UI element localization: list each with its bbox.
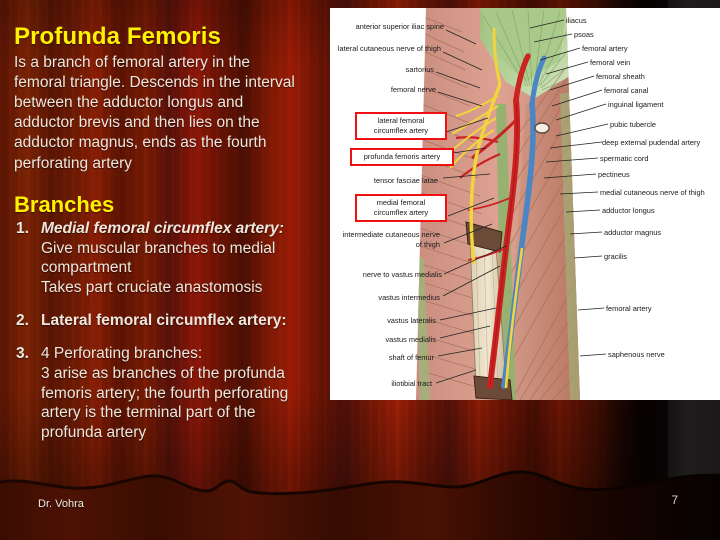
intro-paragraph: Is a branch of femoral artery in the fem… [14, 53, 344, 174]
list-item-detail: Give muscular branches to medial [41, 239, 276, 257]
figure-highlight-line2: circumflex artery [373, 208, 429, 217]
figure-label-femoral-nerve: femoral nerve [390, 85, 436, 94]
footer-author: Dr. Vohra [38, 498, 84, 510]
intro-line: between the adductor longus and [14, 94, 244, 112]
intro-line: adductor magnus, ends as the fourth [14, 134, 267, 152]
list-item-detail: femoris artery; the fourth perforating [41, 384, 289, 402]
figure-highlight-profunda-femoris-artery: profunda femoris artery [350, 148, 454, 166]
slide-text-column: Profunda Femoris Is a branch of femoral … [14, 23, 344, 456]
figure-highlight-line1: lateral femoral [377, 116, 425, 126]
figure-label-anterior-superior-iliac-spine: anterior superior iliac spine [355, 22, 444, 31]
figure-label-deep-external-pudendal-artery: deep external pudendal artery [602, 138, 701, 147]
list-item-detail: compartment [41, 259, 132, 277]
figure-label-femoral-vein: femoral vein [590, 58, 631, 67]
intro-line: adductor brevis and then lies on the [14, 114, 260, 132]
figure-label-femoral-canal: femoral canal [604, 86, 649, 95]
list-item-heading: 4 Perforating branches: [41, 344, 203, 362]
figure-highlight-lateral-femoral-circumflex-artery: lateral femoral circumflex artery [355, 112, 447, 140]
list-item: 3. 4 Perforating branches: 3 arise as br… [14, 344, 344, 443]
list-item-number: 2. [16, 312, 29, 330]
figure-highlight-line2: circumflex artery [373, 126, 429, 135]
figure-highlight-line1: medial femoral [376, 198, 426, 208]
figure-label-shaft-of-femur: shaft of femur [388, 353, 434, 362]
figure-label-sartorius: sartorius [405, 65, 434, 74]
figure-label-nerve-to-vastus-medialis: nerve to vastus medialis [362, 270, 442, 279]
figure-label-intermediate-cutaneous-nerve-line2: of thigh [415, 240, 440, 249]
anatomy-figure-panel: anterior superior iliac spine lateral cu… [330, 8, 720, 400]
page-title: Profunda Femoris [14, 23, 221, 50]
figure-label-medial-cutaneous-nerve-of-thigh: medial cutaneous nerve of thigh [600, 188, 705, 197]
list-item: 2. Lateral femoral circumflex artery: [14, 311, 344, 331]
intro-line: femoral triangle. Descends in the interv… [14, 74, 295, 92]
list-item-number: 3. [16, 344, 29, 362]
figure-label-tensor-fasciae-latae: tensor fasciae latae [373, 176, 438, 185]
figure-highlight-medial-femoral-circumflex-artery: medial femoral circumflex artery [355, 194, 447, 222]
slide-number: 7 [671, 493, 678, 507]
bottom-wave-decoration [0, 460, 720, 540]
list-item-number: 1. [16, 219, 29, 237]
list-item-detail: Takes part cruciate anastomosis [41, 279, 263, 297]
figure-highlight-line1: profunda femoris artery [363, 152, 441, 162]
figure-label-gracilis: gracilis [604, 252, 627, 261]
figure-label-femoral-sheath: femoral sheath [596, 72, 645, 81]
list-item-detail: 3 arise as branches of the profunda [41, 364, 285, 382]
figure-label-femoral-artery-lower: femoral artery [606, 304, 652, 313]
figure-label-intermediate-cutaneous-nerve: intermediate cutaneous nerve [342, 230, 440, 239]
list-item-detail: artery is the terminal part of the [41, 404, 256, 422]
intro-line: Is a branch of femoral artery in the [14, 53, 251, 71]
figure-label-iliacus: iliacus [566, 16, 587, 25]
figure-label-adductor-magnus: adductor magnus [604, 228, 662, 237]
list-item-heading: Medial femoral circumflex artery: [41, 219, 284, 237]
figure-label-vastus-lateralis: vastus lateralis [387, 316, 436, 325]
figure-label-psoas: psoas [574, 30, 594, 39]
figure-label-adductor-longus: adductor longus [602, 206, 655, 215]
figure-label-iliotibial-tract: iliotibial tract [391, 379, 432, 388]
branches-heading: Branches [14, 191, 115, 217]
figure-label-pubic-tubercle: pubic tubercle [610, 120, 657, 129]
figure-label-spermatic-cord: spermatic cord [600, 154, 649, 163]
figure-label-saphenous-nerve: saphenous nerve [608, 350, 665, 359]
list-item-heading: Lateral femoral circumflex artery: [41, 312, 287, 330]
figure-label-vastus-intermedius: vastus intermedius [378, 293, 440, 302]
figure-label-lateral-cutaneous-nerve-of-thigh: lateral cutaneous nerve of thigh [337, 44, 441, 53]
branches-list: 1. Medial femoral circumflex artery: Giv… [14, 219, 344, 443]
figure-label-inguinal-ligament: inguinal ligament [608, 100, 664, 109]
list-item-detail: profunda artery [41, 424, 147, 442]
list-item: 1. Medial femoral circumflex artery: Giv… [14, 219, 344, 298]
figure-label-pectineus: pectineus [598, 170, 630, 179]
figure-label-vastus-medialis: vastus medialis [385, 335, 436, 344]
figure-label-femoral-artery-upper: femoral artery [582, 44, 628, 53]
intro-line: perforating artery [14, 154, 133, 172]
